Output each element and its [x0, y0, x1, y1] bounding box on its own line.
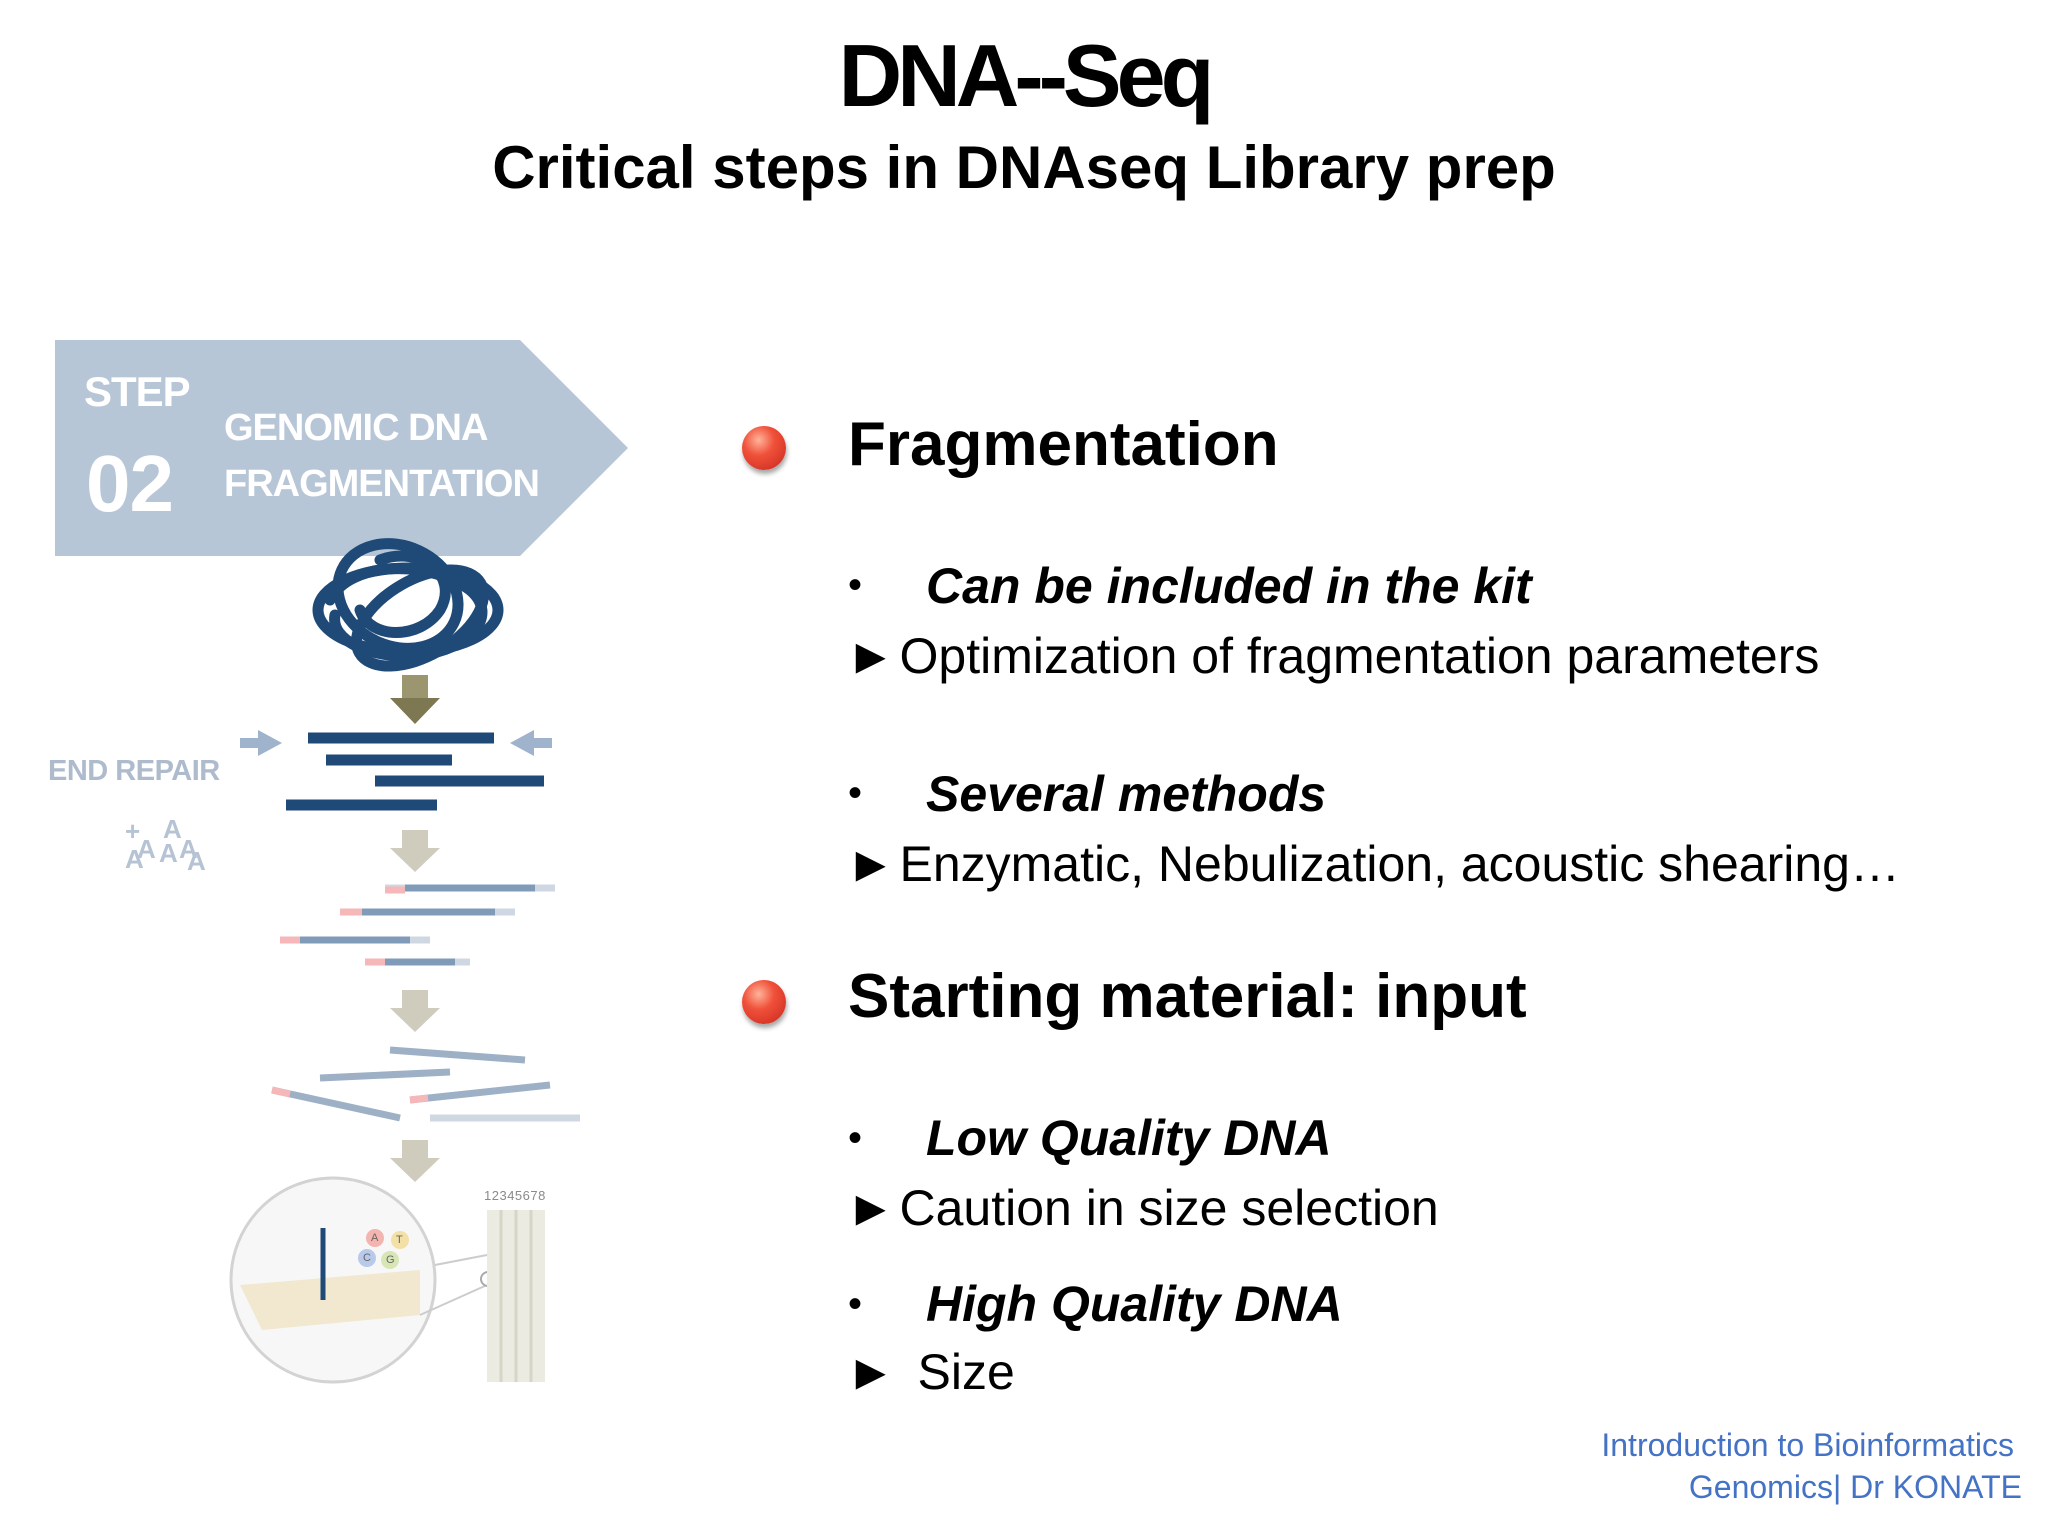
side-arrow-left-icon — [240, 730, 282, 756]
step-title: GENOMIC DNA FRAGMENTATION — [224, 400, 540, 512]
detail-line: ►Caution in size selection — [846, 1178, 1439, 1238]
down-arrow-icon — [390, 675, 440, 724]
bullet-text: Can be included in the kit — [926, 558, 1532, 614]
adapter-fragments-icon — [280, 884, 555, 966]
bullet-icon: • — [848, 1116, 863, 1160]
footer-author: Genomics| Dr KONATE — [1688, 1469, 2022, 1505]
step-title-line: GENOMIC DNA — [224, 407, 488, 449]
bullet-text: Low Quality DNA — [926, 1110, 1332, 1166]
arrow-right-icon: ► — [846, 628, 896, 684]
bullet-dot-icon — [742, 980, 786, 1024]
dna-fragments-icon — [286, 732, 544, 811]
footer: Introduction to Bioinformatics Genomics|… — [1601, 1424, 2022, 1508]
arrow-right-icon: ► — [846, 1180, 896, 1236]
flow-cell-magnifier-icon — [229, 1176, 496, 1384]
genomic-dna-tangle-icon — [312, 538, 504, 672]
footer-course: Introduction to Bioinformatics — [1601, 1427, 2014, 1463]
scattered-fragments-icon — [271, 1046, 580, 1122]
sequencer-lane-numbers: 12345678 — [484, 1188, 546, 1203]
bullet-icon: • — [848, 1282, 863, 1326]
detail-text: Optimization of fragmentation parameters — [899, 628, 1820, 684]
a-tail-letter: A — [187, 846, 206, 876]
nucleotide-label: A — [371, 1232, 379, 1244]
a-tail-letter: A — [179, 834, 198, 864]
detail-line: ►Enzymatic, Nebulization, acoustic shear… — [846, 834, 1900, 894]
section-heading: Fragmentation — [848, 410, 1279, 479]
bullet-dot-icon — [742, 426, 786, 470]
step-label: STEP — [84, 368, 191, 415]
library-prep-illustration — [55, 340, 628, 1384]
a-tail-letter: A — [163, 814, 182, 844]
end-repair-label: END REPAIR — [48, 755, 220, 787]
bullet-text: High Quality DNA — [926, 1276, 1343, 1332]
step-number: 02 — [86, 439, 174, 528]
nucleotide-label: C — [363, 1252, 371, 1264]
detail-text: Enzymatic, Nebulization, acoustic sheari… — [899, 836, 1900, 892]
arrow-right-icon: ► — [846, 836, 896, 892]
detail-line: ► Size — [846, 1342, 1015, 1402]
nucleotide-labels: A T C G — [363, 1228, 416, 1268]
slide-subtitle: Critical steps in DNAseq Library prep — [492, 134, 1556, 201]
a-tail-letter: A — [159, 838, 178, 868]
a-tail-letter: A — [137, 834, 156, 864]
sequencer-lanes-icon — [487, 1210, 545, 1382]
a-tail-label: + A A A A A A — [125, 814, 206, 878]
down-arrow-icon — [390, 830, 440, 1182]
nucleotide-label: G — [386, 1254, 395, 1266]
step-banner — [55, 340, 628, 556]
arrow-right-icon: ► — [846, 1344, 896, 1400]
nucleotide-label: T — [396, 1234, 403, 1246]
a-tail-plus: + — [125, 816, 141, 846]
section-heading: Starting material: input — [848, 962, 1527, 1031]
slide-title: DNA--Seq — [838, 26, 1215, 125]
bullet-icon: • — [848, 563, 863, 607]
step-title-line: FRAGMENTATION — [224, 463, 540, 505]
detail-line: ►Optimization of fragmentation parameter… — [846, 626, 1819, 686]
bullet-text: Several methods — [926, 766, 1327, 822]
bullet-icon: • — [848, 771, 863, 815]
detail-text: Size — [917, 1344, 1015, 1400]
a-tail-letter: A — [125, 844, 144, 874]
detail-text: Caution in size selection — [899, 1180, 1439, 1236]
side-arrow-right-icon — [510, 730, 552, 756]
